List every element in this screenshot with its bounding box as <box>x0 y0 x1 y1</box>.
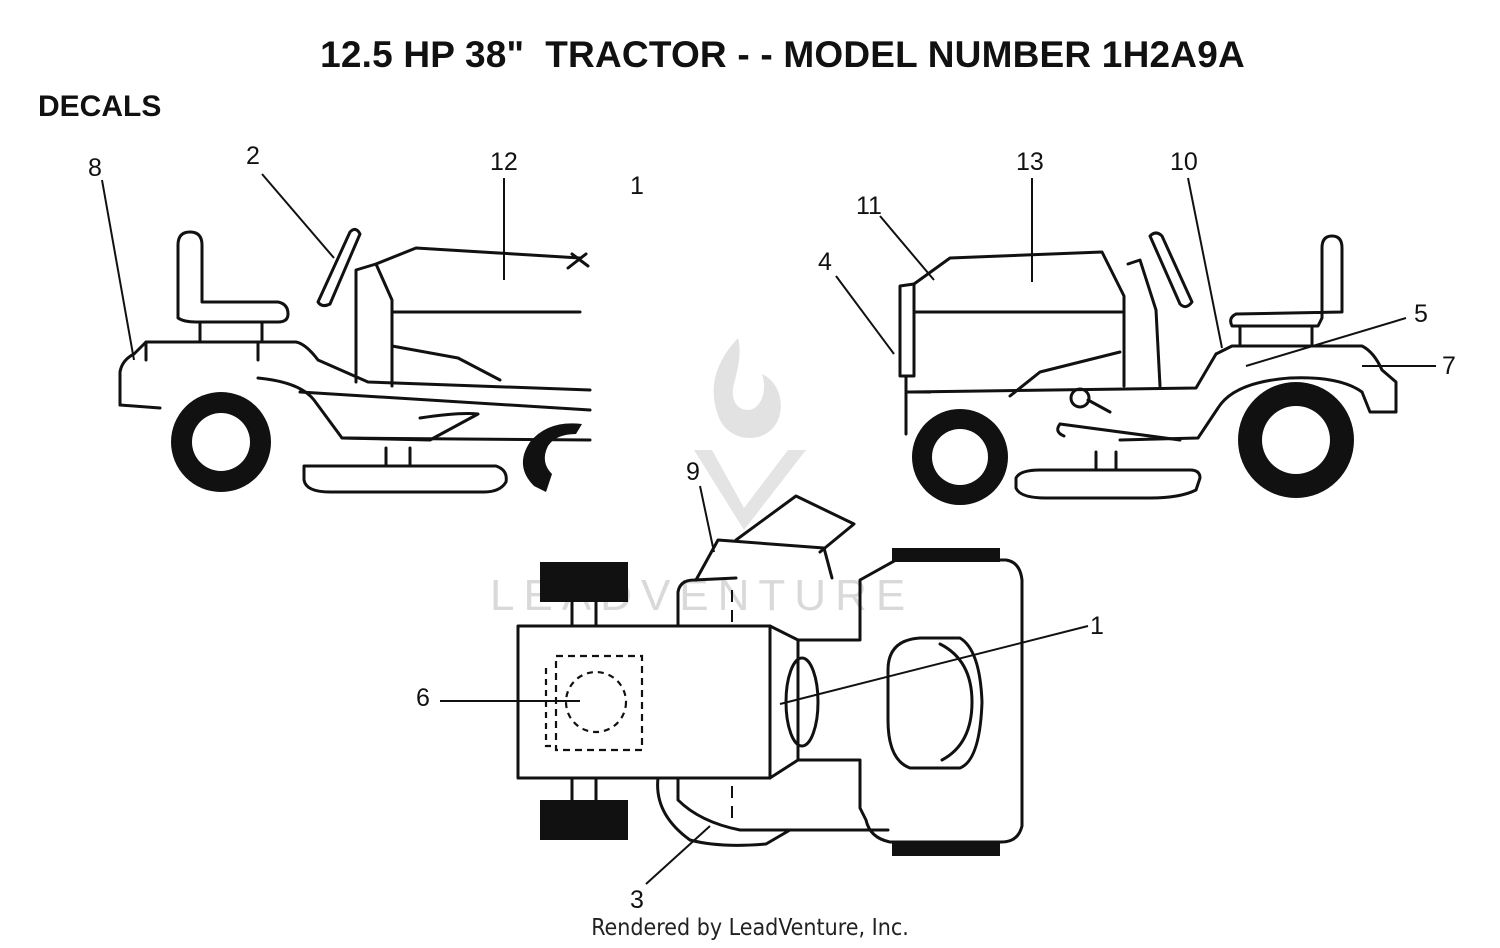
callout-leaders <box>101 173 1436 885</box>
callout-7: 7 <box>1442 352 1456 380</box>
watermark-v-icon <box>694 450 806 530</box>
diagram-title: 12.5 HP 38" TRACTOR - - MODEL NUMBER 1H2… <box>320 34 1245 75</box>
callout-13: 13 <box>1016 148 1044 176</box>
engine-outline <box>554 654 644 752</box>
callout-8: 8 <box>88 154 102 182</box>
callout-10: 10 <box>1170 148 1198 176</box>
footer-credit: Rendered by LeadVenture, Inc. <box>591 915 909 941</box>
callout-2: 2 <box>246 142 260 170</box>
section-label: DECALS <box>38 90 162 123</box>
engine-pulley <box>564 670 628 734</box>
callout-5: 5 <box>1414 300 1428 328</box>
callout-4: 4 <box>818 248 832 276</box>
callout-1-top: 1 <box>630 172 644 200</box>
watermark-flame-icon <box>713 338 781 438</box>
callout-12: 12 <box>490 148 518 176</box>
right-side-tractor <box>898 231 1398 505</box>
callout-9: 9 <box>686 458 700 486</box>
callout-1: 1 <box>1090 612 1104 640</box>
callout-numbers: 8 2 12 1 13 11 10 4 5 7 9 1 6 3 <box>88 142 1456 914</box>
callout-11: 11 <box>856 192 882 220</box>
callout-6: 6 <box>416 684 430 712</box>
top-view-tractor <box>516 494 1024 856</box>
callout-3: 3 <box>630 886 644 914</box>
left-side-tractor <box>118 227 592 494</box>
